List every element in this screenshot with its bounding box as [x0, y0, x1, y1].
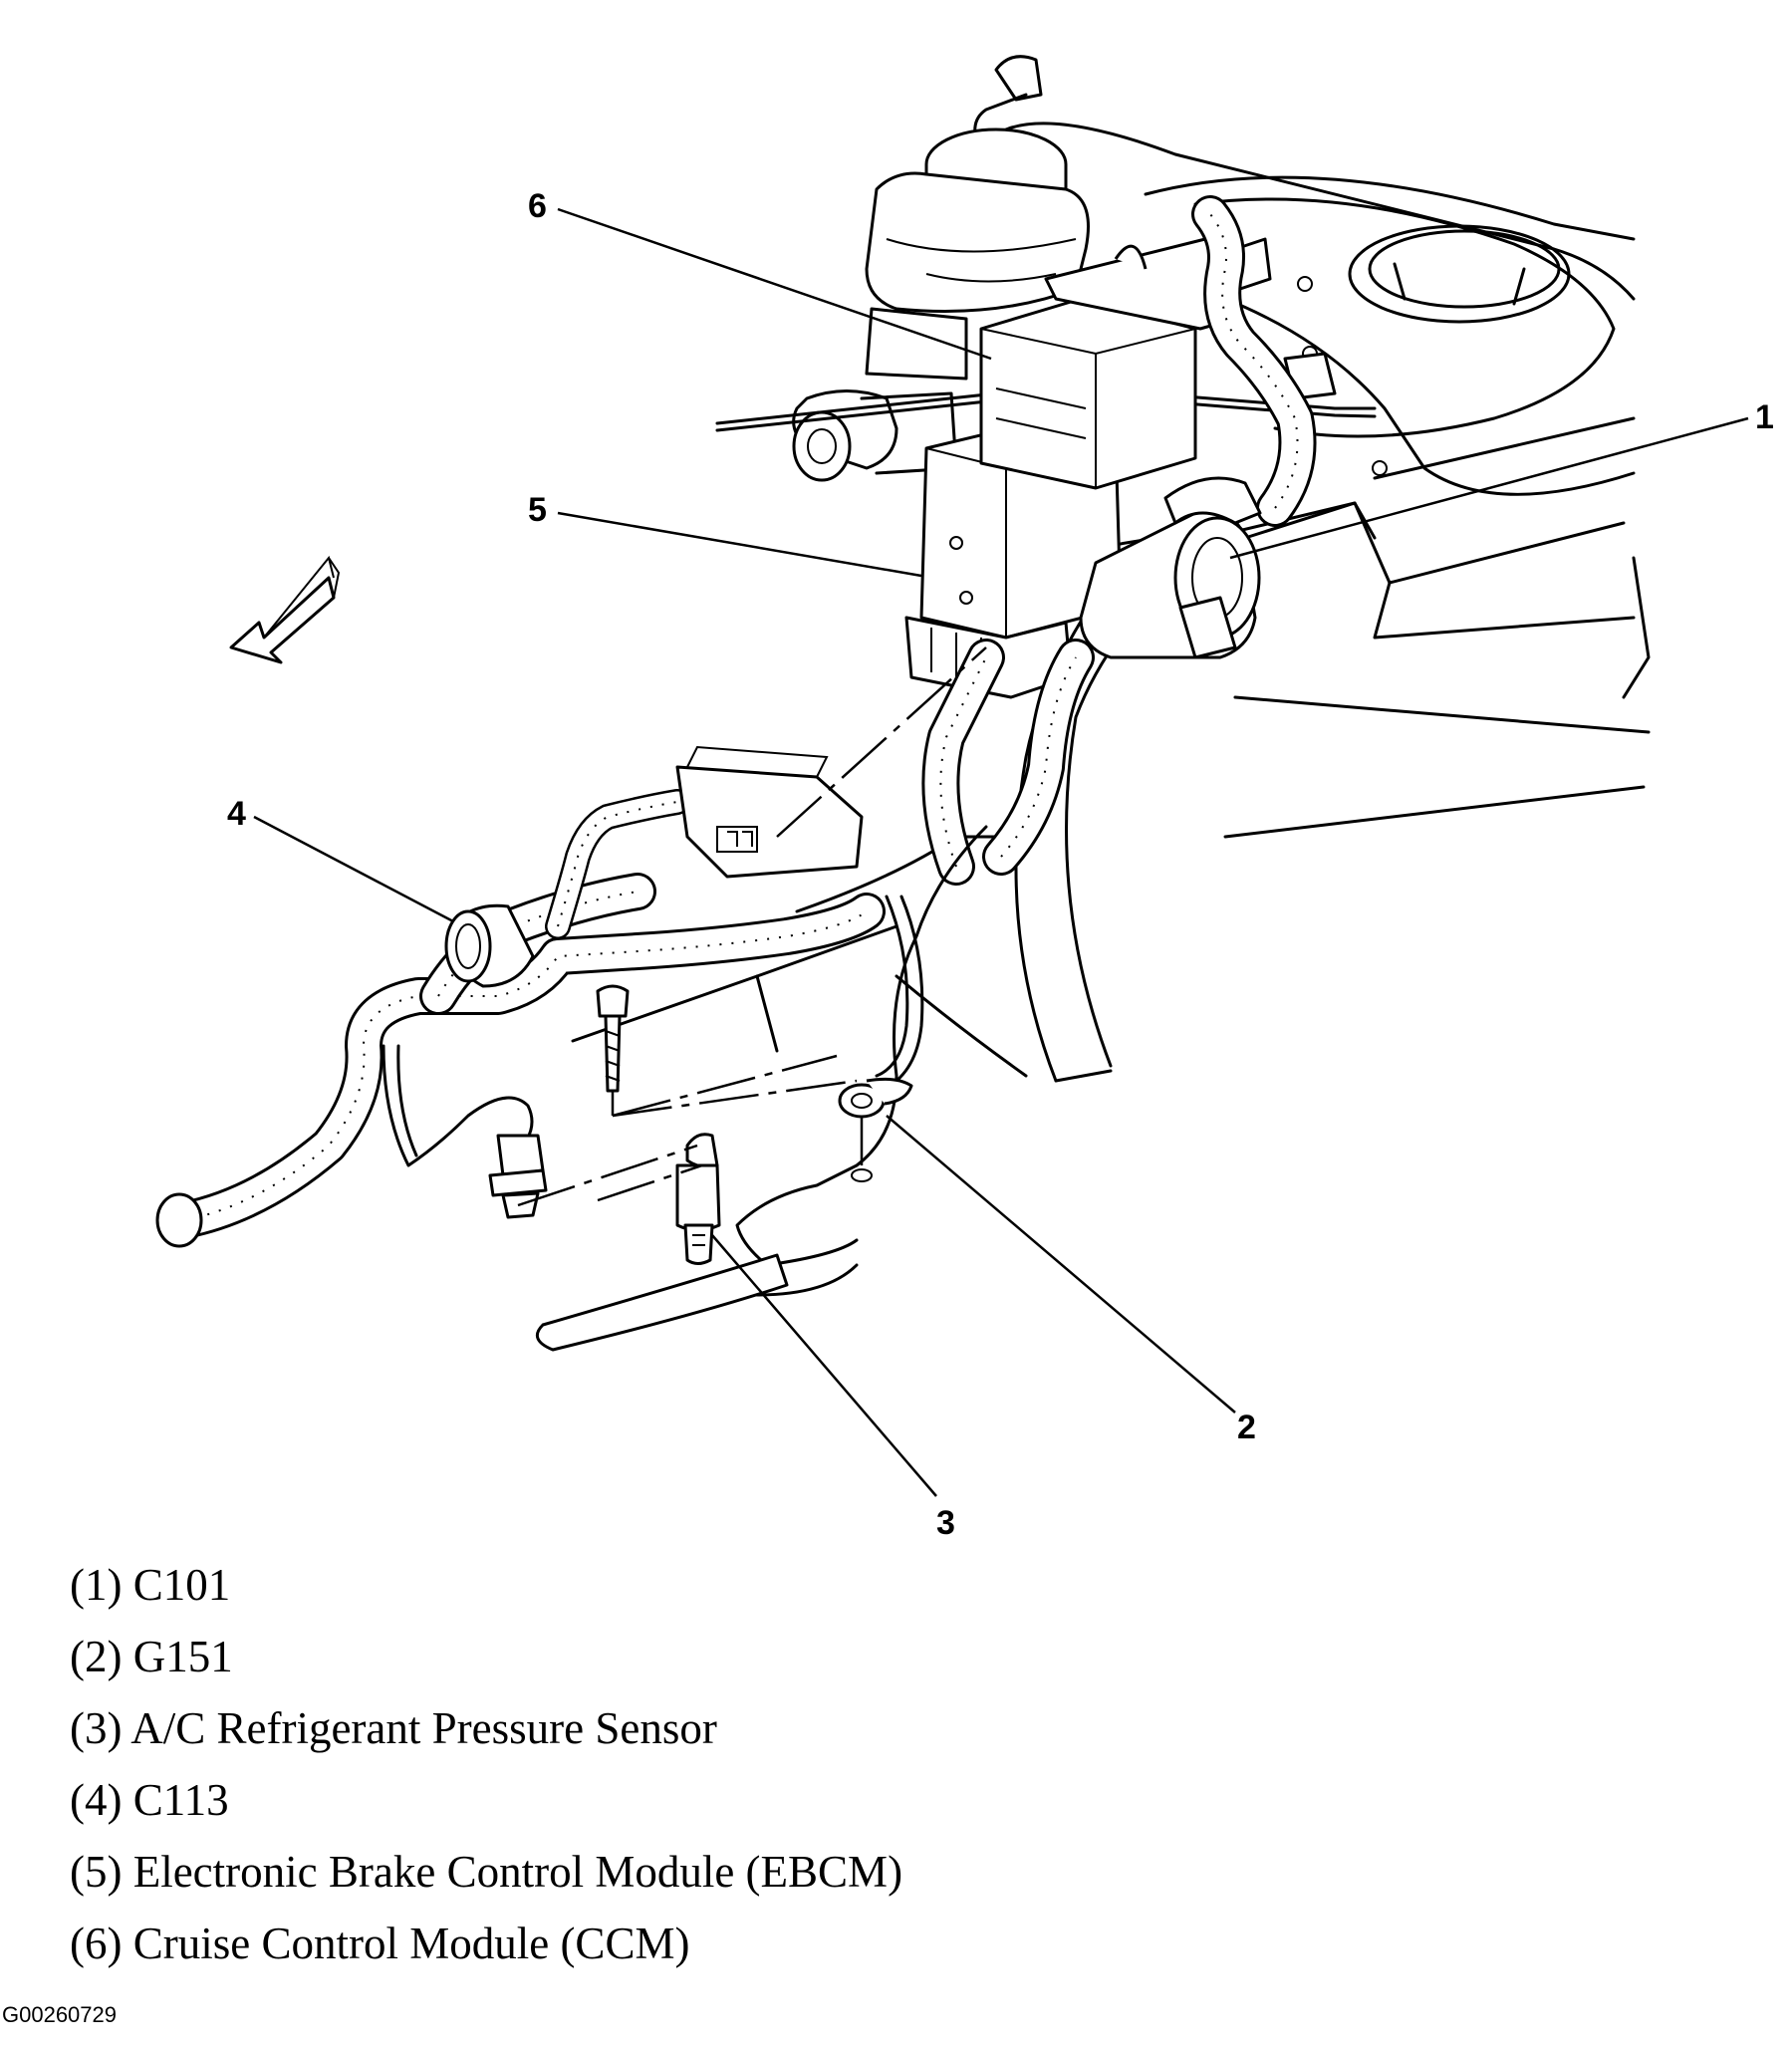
legend-item-5: (5) Electronic Brake Control Module (EBC… [70, 1847, 903, 1897]
legend-item-6: (6) Cruise Control Module (CCM) [70, 1919, 690, 1968]
wiring-diagram: 6 5 1 4 3 2 [155, 55, 1774, 1542]
callout-labels: 6 5 1 4 3 2 [227, 187, 1774, 1542]
leader-line-6 [557, 207, 992, 361]
leader-line-3 [711, 1234, 937, 1497]
sensor-pigtail [382, 1044, 548, 1219]
legend-item-1: (1) C101 [70, 1560, 231, 1610]
callout-6: 6 [528, 187, 547, 225]
callout-5: 5 [528, 491, 547, 529]
callout-3: 3 [936, 1504, 955, 1542]
ac-pressure-sensor [675, 1133, 721, 1265]
callout-2: 2 [1237, 1409, 1256, 1446]
module-connector-plug [675, 745, 864, 879]
callout-1: 1 [1755, 398, 1774, 436]
ground-bolt [596, 984, 630, 1093]
leader-line-5 [557, 511, 922, 578]
c113-connector [444, 903, 535, 988]
component-legend: (1) C101 (2) G151 (3) A/C Refrigerant Pr… [70, 1549, 902, 1979]
brake-master-cylinder [715, 55, 1377, 482]
leader-line-1 [1229, 416, 1749, 560]
legend-item-3: (3) A/C Refrigerant Pressure Sensor [70, 1703, 717, 1753]
legend-item-2: (2) G151 [70, 1632, 233, 1681]
leader-lines [253, 207, 1749, 1497]
module-assembly [904, 237, 1337, 699]
leader-line-2 [886, 1115, 1236, 1413]
callout-4: 4 [227, 795, 246, 833]
c101-connector [1079, 195, 1317, 659]
assembly-lines [517, 646, 987, 1207]
legend-item-4: (4) C113 [70, 1775, 229, 1825]
leader-line-4 [253, 815, 454, 923]
front-direction-arrow-icon [229, 555, 341, 664]
figure-id: G00260729 [2, 2002, 117, 2027]
g151-ground [838, 1077, 913, 1182]
